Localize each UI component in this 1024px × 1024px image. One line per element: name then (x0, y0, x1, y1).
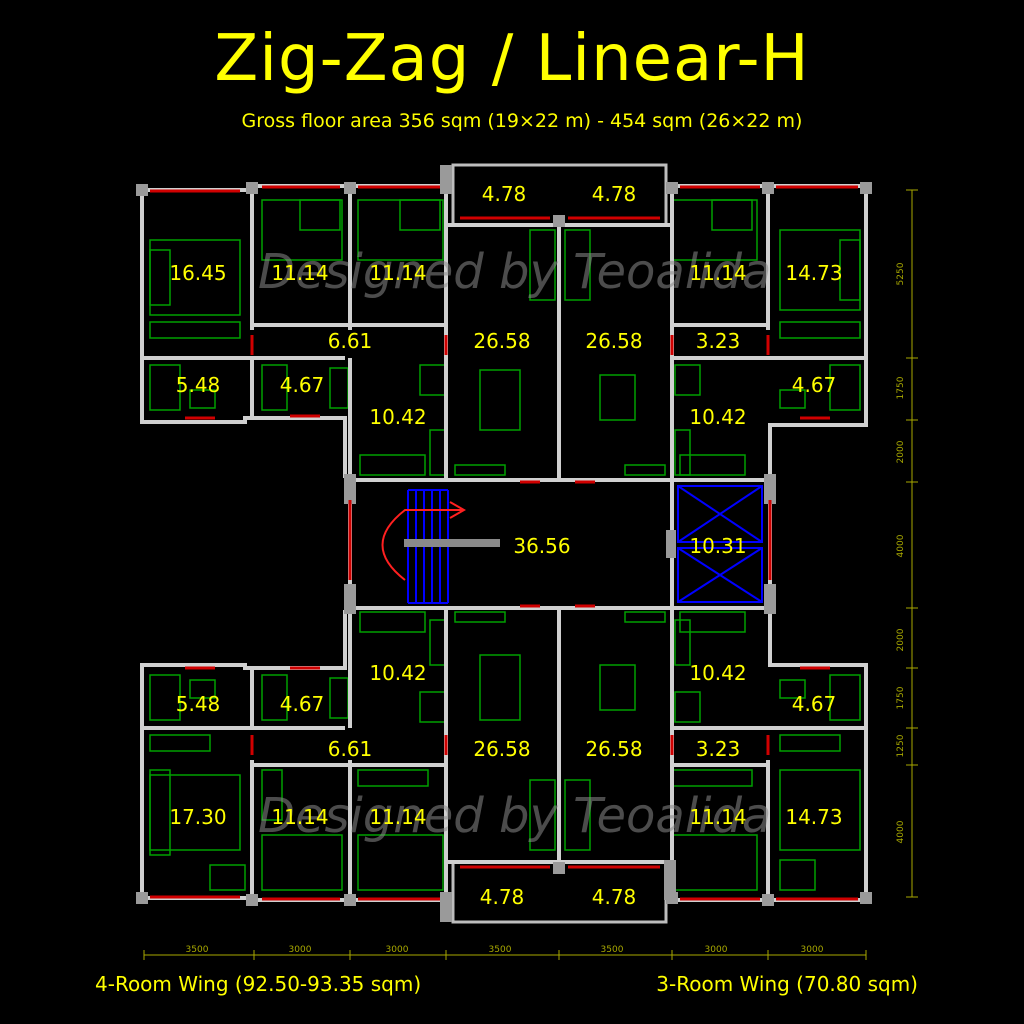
dim-v-1: 5250 (896, 262, 906, 285)
dim-h-2: 3000 (289, 945, 312, 955)
area-top-kitchen-right: 10.42 (689, 405, 746, 429)
area-bottom-corridor-left: 6.61 (328, 737, 373, 761)
dim-h-6: 3000 (705, 945, 728, 955)
area-top-living-right: 26.58 (585, 329, 642, 353)
area-bottom-balcony-right: 4.78 (592, 885, 637, 909)
area-top-corridor-right: 3.23 (696, 329, 741, 353)
area-bottom-balcony-left: 4.78 (480, 885, 525, 909)
four-room-wing-label: 4-Room Wing (92.50-93.35 sqm) (95, 972, 422, 996)
area-bottom-living-left: 26.58 (473, 737, 530, 761)
area-top-bedroom-a: 11.14 (271, 261, 328, 285)
area-top-balcony-right: 4.78 (592, 182, 637, 206)
area-top-bedroom-b: 11.14 (369, 261, 426, 285)
dim-h-7: 3000 (801, 945, 824, 955)
horizontal-dimension-labels: 3500 3000 3000 3500 3500 3000 3000 (186, 945, 824, 955)
area-bottom-master-left: 17.30 (169, 805, 226, 829)
three-room-wing-label: 3-Room Wing (70.80 sqm) (656, 972, 918, 996)
area-bottom-bedroom-a: 11.14 (271, 805, 328, 829)
area-bottom-bath-left: 5.48 (176, 692, 221, 716)
area-top-master-right: 14.73 (785, 261, 842, 285)
area-top-living-left: 26.58 (473, 329, 530, 353)
dim-v-5: 2000 (896, 628, 906, 651)
room-area-labels: 4.78 4.78 16.45 11.14 11.14 11.14 14.73 … (169, 182, 842, 909)
area-top-balcony-left: 4.78 (482, 182, 527, 206)
dim-v-2: 1750 (896, 376, 906, 399)
area-bottom-wc-left: 4.67 (280, 692, 325, 716)
dim-v-3: 2000 (896, 440, 906, 463)
area-top-kitchen-left: 10.42 (369, 405, 426, 429)
dimension-lines (143, 189, 918, 960)
area-top-wc-right: 4.67 (792, 373, 837, 397)
dim-v-7: 1250 (896, 734, 906, 757)
area-bottom-kitchen-left: 10.42 (369, 661, 426, 685)
columns-layer (136, 165, 872, 922)
dim-h-3: 3000 (386, 945, 409, 955)
watermark-top: Designed by Teoalida (258, 244, 771, 300)
gross-floor-area-subtitle: Gross floor area 356 sqm (19×22 m) - 454… (241, 110, 803, 132)
lift-shafts (677, 485, 763, 603)
dim-h-1: 3500 (186, 945, 209, 955)
windows-layer (150, 185, 858, 901)
page-title: Zig-Zag / Linear-H (214, 22, 810, 96)
area-bottom-wc-right: 4.67 (792, 692, 837, 716)
area-lobby: 36.56 (513, 534, 570, 558)
vertical-dimension-labels: 5250 1750 2000 4000 2000 1750 1250 4000 (896, 262, 906, 843)
area-bottom-corridor-right: 3.23 (696, 737, 741, 761)
dim-h-5: 3500 (601, 945, 624, 955)
area-bottom-living-right: 26.58 (585, 737, 642, 761)
area-bottom-bedroom-b: 11.14 (369, 805, 426, 829)
area-top-bedroom-right: 11.14 (689, 261, 746, 285)
area-lift: 10.31 (689, 534, 746, 558)
dim-v-8: 4000 (896, 820, 906, 843)
area-bottom-master-right: 14.73 (785, 805, 842, 829)
dim-h-4: 3500 (489, 945, 512, 955)
area-top-master-left: 16.45 (169, 261, 226, 285)
area-bottom-kitchen-right: 10.42 (689, 661, 746, 685)
staircase (381, 489, 500, 604)
watermark-bottom: Designed by Teoalida (258, 788, 771, 844)
area-top-wc-left: 4.67 (280, 373, 325, 397)
dim-v-4: 4000 (896, 534, 906, 557)
dim-v-6: 1750 (896, 686, 906, 709)
area-top-bath-left: 5.48 (176, 373, 221, 397)
area-bottom-bedroom-right: 11.14 (689, 805, 746, 829)
area-top-corridor-left: 6.61 (328, 329, 373, 353)
furniture-layer (149, 199, 861, 891)
